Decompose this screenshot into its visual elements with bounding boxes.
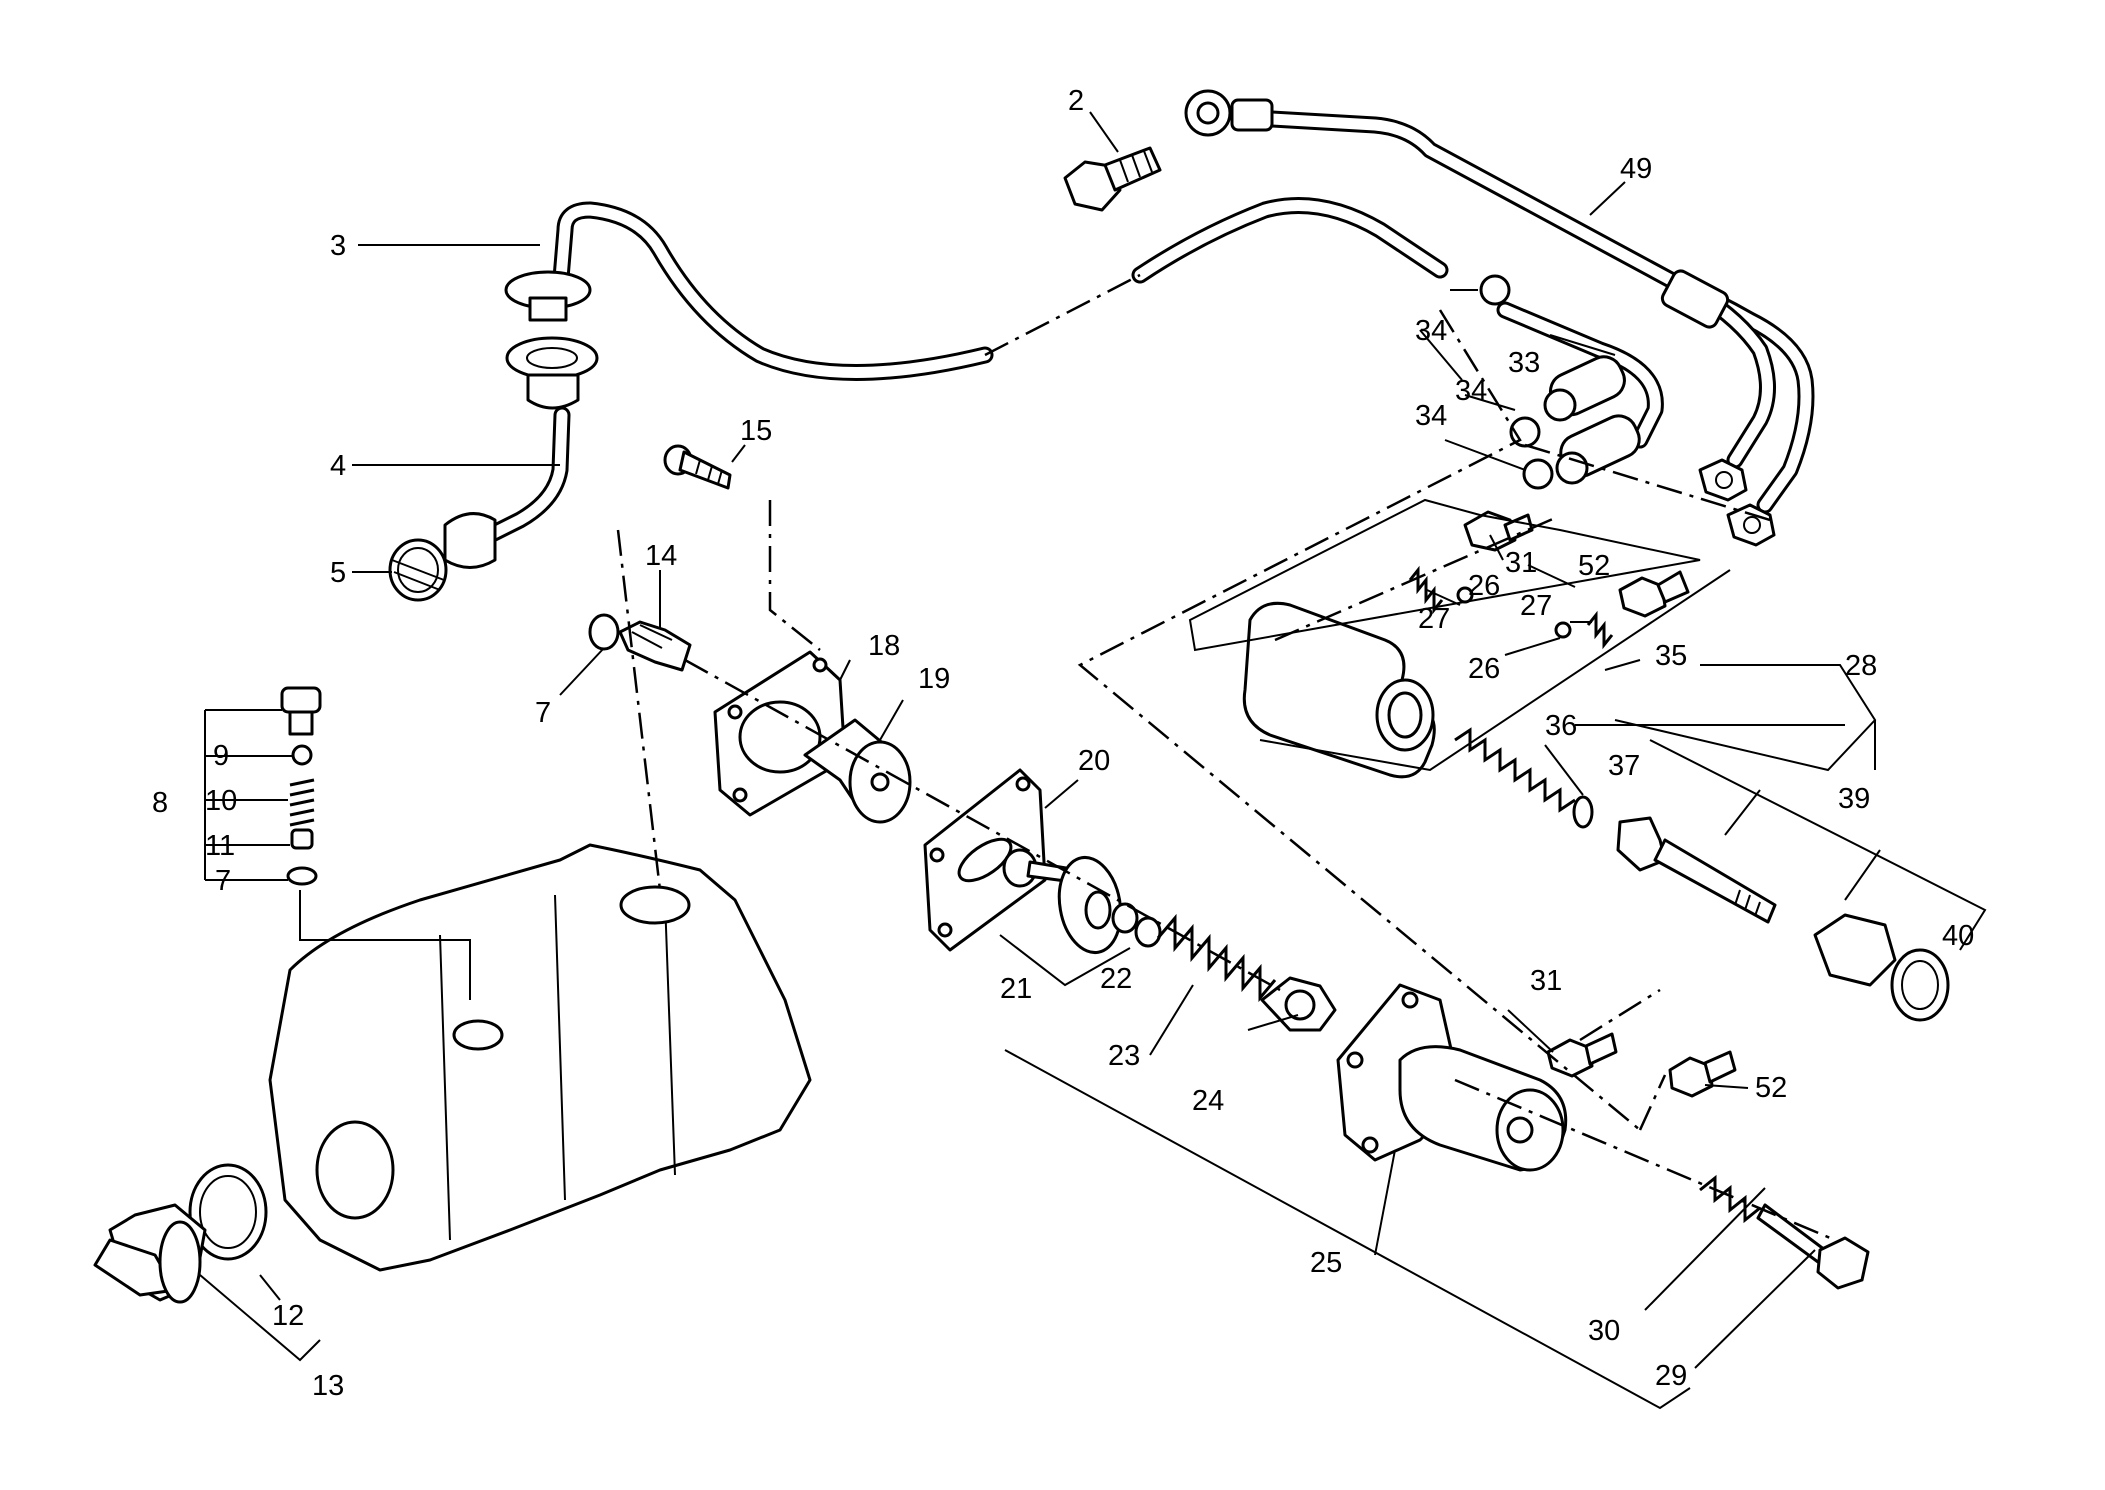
label-7: 7 (535, 697, 551, 729)
gasket-18 (713, 650, 847, 817)
label-10: 10 (205, 785, 237, 817)
label-5: 5 (330, 557, 346, 589)
label-2: 2 (1068, 85, 1084, 117)
spring-23 (1156, 913, 1277, 1003)
label-40: 40 (1942, 920, 1974, 952)
washer-7 (588, 613, 620, 651)
label-26: 26 (1468, 570, 1500, 602)
label-25: 25 (1310, 1247, 1342, 1279)
label-26-lower: 26 (1468, 653, 1500, 685)
bolt-15 (663, 444, 732, 490)
label-28: 28 (1845, 650, 1877, 682)
cap-5 (388, 538, 448, 602)
bolt-29 (1699, 1174, 1870, 1290)
label-52: 52 (1578, 550, 1610, 582)
fitting-nut-lower (1726, 503, 1776, 547)
label-11: 11 (205, 830, 235, 862)
valve-body-28 (1242, 601, 1436, 779)
pipe-49 (1230, 98, 1815, 514)
label-52-lower: 52 (1755, 1072, 1787, 1104)
label-37: 37 (1608, 750, 1640, 782)
label-19: 19 (918, 663, 950, 695)
piston-19 (803, 718, 912, 824)
plug-40 (1813, 913, 1950, 1022)
label-30: 30 (1588, 1315, 1620, 1347)
label-7-stack: 7 (215, 865, 231, 897)
hose-33 (1496, 301, 1664, 485)
label-12: 12 (272, 1300, 304, 1332)
callout-labels: 2 3 4 5 7 7 8 9 10 11 12 13 14 15 18 19 … (152, 85, 1974, 1402)
label-49: 49 (1620, 153, 1652, 185)
drain-plug-13 (93, 1163, 268, 1304)
label-31: 31 (1505, 547, 1537, 579)
label-27-right: 27 (1520, 590, 1552, 622)
label-35: 35 (1655, 640, 1687, 672)
label-29: 29 (1655, 1360, 1687, 1392)
label-9: 9 (213, 740, 229, 772)
pipe-3 (551, 197, 1449, 381)
label-8: 8 (152, 787, 168, 819)
ring-37 (1572, 795, 1594, 829)
diaphragm-21 (1002, 848, 1123, 955)
label-15: 15 (740, 415, 772, 447)
hose-clamp-34 (1479, 274, 1554, 490)
label-39: 39 (1838, 783, 1870, 815)
valve-stack-8 (280, 686, 322, 886)
spring-36 (1454, 727, 1576, 813)
fitting-nut-upper (1698, 458, 1748, 502)
bleeder-52 (1618, 570, 1737, 1098)
cylinder-25 (1336, 983, 1568, 1172)
label-20: 20 (1078, 745, 1110, 777)
label-22: 22 (1100, 963, 1132, 995)
label-23: 23 (1108, 1040, 1140, 1072)
leader-lines (199, 111, 1987, 1410)
label-24: 24 (1192, 1085, 1224, 1117)
label-33: 33 (1508, 347, 1540, 379)
label-4: 4 (330, 450, 346, 482)
label-13: 13 (312, 1370, 344, 1402)
banjo-fitting (1184, 89, 1232, 137)
label-36: 36 (1545, 710, 1577, 742)
label-34-mid: 34 (1455, 375, 1487, 407)
bolt-2 (1063, 146, 1162, 212)
nut-22 (1111, 902, 1162, 948)
gearbox-housing (268, 843, 812, 1272)
label-31-lower: 31 (1530, 965, 1562, 997)
fitting-31-lower (1546, 1032, 1618, 1078)
push-rod-39 (1616, 816, 1777, 924)
label-21: 21 (1000, 973, 1032, 1005)
filler-tube-4 (443, 270, 599, 569)
fitting-14 (618, 620, 692, 672)
guide-24 (1260, 976, 1337, 1032)
gasket-20 (923, 768, 1047, 952)
label-34-low: 34 (1415, 400, 1447, 432)
label-3: 3 (330, 230, 346, 262)
label-14: 14 (645, 540, 677, 572)
label-34-top: 34 (1415, 315, 1447, 347)
label-18: 18 (868, 630, 900, 662)
label-27: 27 (1418, 603, 1450, 635)
